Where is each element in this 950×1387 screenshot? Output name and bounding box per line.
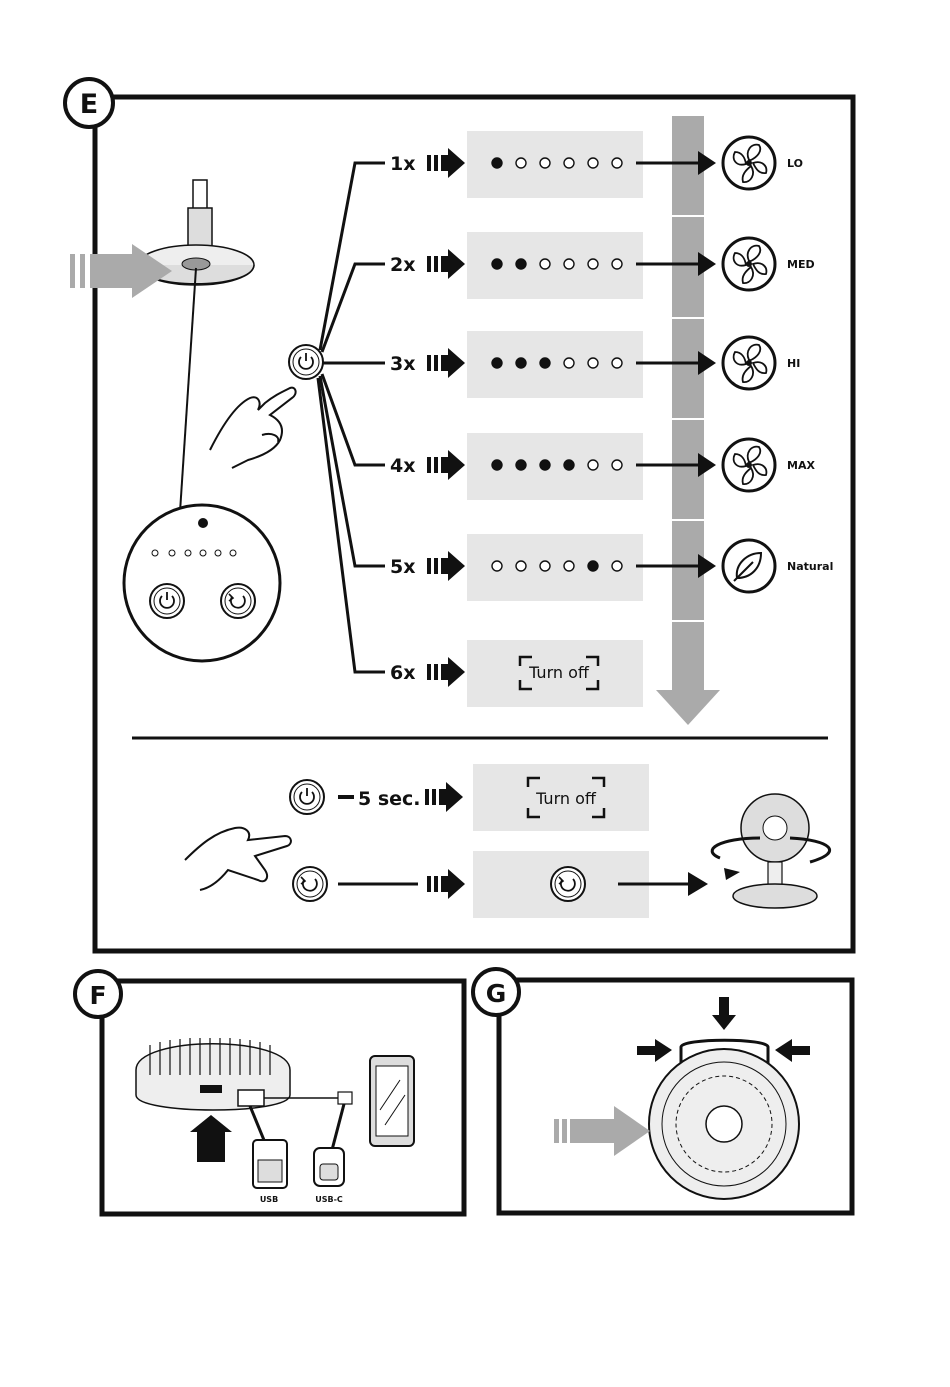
press-count: 6x [390, 662, 415, 684]
hand-icon-2 [185, 828, 291, 890]
press-count: 2x [390, 254, 415, 276]
led-dot [492, 158, 502, 168]
press-arrow [427, 551, 465, 581]
led-dot [516, 259, 526, 269]
hold-result: Turn off [535, 789, 597, 808]
led-dot [540, 561, 550, 571]
press-count: 3x [390, 353, 415, 375]
branch-lines [318, 163, 385, 672]
press-count: 5x [390, 556, 415, 578]
led-dot [540, 460, 550, 470]
mode-label: Natural [787, 560, 833, 573]
panel-g-label: G [486, 979, 507, 1008]
led-dot [564, 460, 574, 470]
led-dot [540, 259, 550, 269]
led-dot [492, 460, 502, 470]
press-count: 1x [390, 153, 415, 175]
port-usb-label: USB [260, 1195, 278, 1204]
led-dot [516, 358, 526, 368]
led-dot [588, 158, 598, 168]
mode-label: MED [787, 258, 815, 271]
mode-label: LO [787, 157, 803, 170]
panel-e-label: E [80, 89, 98, 120]
panel-rotate-icon [221, 584, 255, 618]
press-arrow [427, 450, 465, 480]
step-row: 4x MAX [390, 433, 815, 500]
led-dot [540, 358, 550, 368]
led-dot [612, 358, 622, 368]
charging-illustration: USB USB-C [136, 1038, 414, 1204]
turnoff-label: Turn off [528, 663, 590, 682]
led-dot [564, 259, 574, 269]
led-dot [516, 158, 526, 168]
led-dot [492, 259, 502, 269]
led-dot [612, 158, 622, 168]
press-arrow [427, 348, 465, 378]
leaf-icon [723, 540, 775, 592]
rotate-icon [293, 867, 327, 901]
led-dot [564, 358, 574, 368]
rotate-arrow [427, 869, 465, 899]
mode-label: MAX [787, 459, 815, 472]
led-dot [492, 358, 502, 368]
fan-icon [723, 439, 775, 491]
led-dot [612, 259, 622, 269]
led-dot [612, 561, 622, 571]
step-row: 3x HI [390, 331, 800, 398]
progress-arrow [656, 116, 720, 725]
press-arrow [427, 148, 465, 178]
hold-arrow [425, 782, 463, 812]
led-dot [564, 158, 574, 168]
rotate-row [293, 851, 708, 918]
fan-icon [723, 337, 775, 389]
panel-f-badge: F [75, 971, 121, 1017]
panel-power-icon [150, 584, 184, 618]
mode-arrow-head [698, 252, 716, 276]
mode-arrow-head [698, 151, 716, 175]
led-dot [612, 460, 622, 470]
led-dot [588, 561, 598, 571]
rotate-result-icon [551, 867, 585, 901]
press-count: 4x [390, 455, 415, 477]
port-usbc-label: USB-C [315, 1195, 343, 1204]
press-arrow [427, 249, 465, 279]
hold-duration: 5 sec. [358, 788, 421, 810]
power-icon [289, 345, 323, 379]
press-arrow [427, 657, 465, 687]
hand-icon [210, 388, 296, 468]
step-row: 1x LO [390, 131, 803, 198]
oscillating-fan-illustration [712, 794, 829, 908]
led-dot [516, 460, 526, 470]
led-dot [588, 358, 598, 368]
mode-arrow-head [698, 453, 716, 477]
fan-icon [723, 137, 775, 189]
led-dot [588, 460, 598, 470]
hold-power-icon [290, 780, 324, 814]
led-dot [492, 561, 502, 571]
control-panel-illustration [124, 505, 280, 661]
panel-f-label: F [89, 981, 106, 1010]
mode-label: HI [787, 357, 800, 370]
step-row: 5x Natural [390, 534, 833, 601]
panel-e-badge: E [65, 79, 113, 127]
mode-arrow-head [698, 351, 716, 375]
folding-illustration [554, 997, 810, 1199]
mode-arrow-head [698, 554, 716, 578]
led-dot [564, 561, 574, 571]
step-row: 2x MED [390, 232, 815, 299]
step-row: 6x Turn off [390, 640, 643, 707]
led-dot [540, 158, 550, 168]
panel-g-badge: G [473, 969, 519, 1015]
led-dot [588, 259, 598, 269]
hold-power-row: 5 sec. Turn off [290, 764, 649, 831]
fan-icon [723, 238, 775, 290]
led-dot [516, 561, 526, 571]
